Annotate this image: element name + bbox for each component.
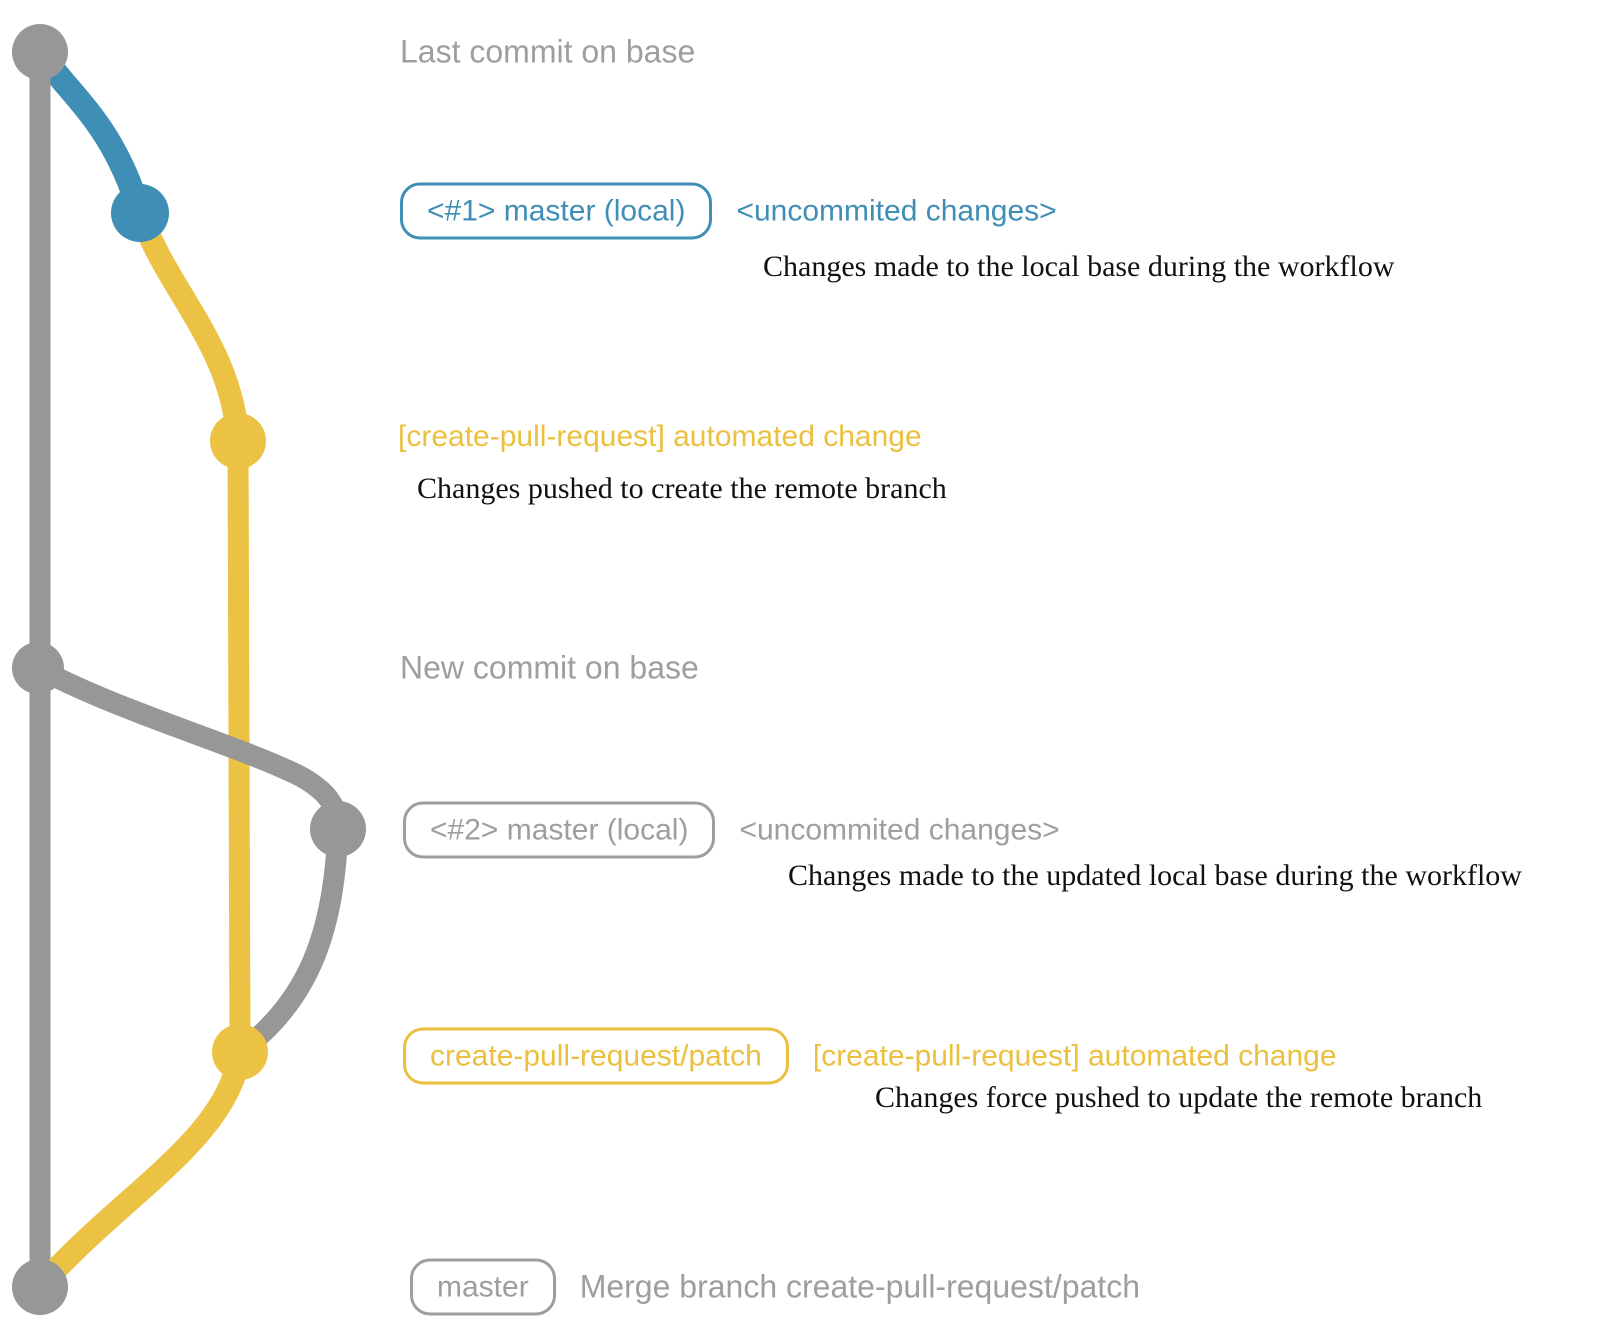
row-cpr2: create-pull-request/patch [create-pull-r…: [403, 1027, 1337, 1085]
ref-label-master: master: [410, 1258, 556, 1316]
note-commit1: Changes made to the local base during th…: [763, 250, 1395, 283]
ref-label-patch-branch: create-pull-request/patch: [403, 1027, 789, 1085]
push-curve: [128, 201, 250, 453]
ref-label-master-local-2: <#2> master (local): [403, 801, 716, 859]
note-cpr1: Changes pushed to create the remote bran…: [417, 472, 947, 505]
commit-message: Last commit on base: [400, 33, 696, 70]
commit-node-new-base: [12, 642, 64, 694]
note-cpr2: Changes force pushed to update the remot…: [875, 1081, 1483, 1114]
commit-node-local-2: [310, 801, 366, 857]
commit-message: [create-pull-request] automated change: [812, 1039, 1337, 1072]
row-last-commit: Last commit on base: [400, 34, 695, 71]
merge-curve: [28, 1040, 252, 1299]
commit-node-local-1: [111, 184, 169, 242]
ref-label-master-local-1: <#1> master (local): [400, 182, 713, 240]
commit-message: New commit on base: [400, 649, 699, 686]
force-push-curve: [229, 818, 349, 1063]
row-cpr1: [create-pull-request] automated change: [398, 420, 922, 454]
commit-node-patch-2: [212, 1024, 268, 1080]
commit-message: <uncommited changes>: [739, 813, 1060, 846]
row-commit1: <#1> master (local) <uncommited changes>: [400, 182, 1057, 240]
commit-message: [create-pull-request] automated change: [398, 420, 922, 453]
row-new-commit: New commit on base: [400, 650, 699, 687]
commit-node-last-base: [12, 24, 68, 80]
local-change-curve-2: [27, 657, 349, 840]
row-merge: master Merge branch create-pull-request/…: [410, 1258, 1140, 1316]
commit-message: <uncommited changes>: [736, 194, 1057, 227]
note-commit2: Changes made to the updated local base d…: [788, 859, 1522, 892]
commit-message: Merge branch create-pull-request/patch: [579, 1268, 1140, 1305]
commit-node-merge: [12, 1259, 68, 1315]
commit-node-patch-1: [210, 413, 266, 469]
row-commit2: <#2> master (local) <uncommited changes>: [403, 801, 1060, 859]
